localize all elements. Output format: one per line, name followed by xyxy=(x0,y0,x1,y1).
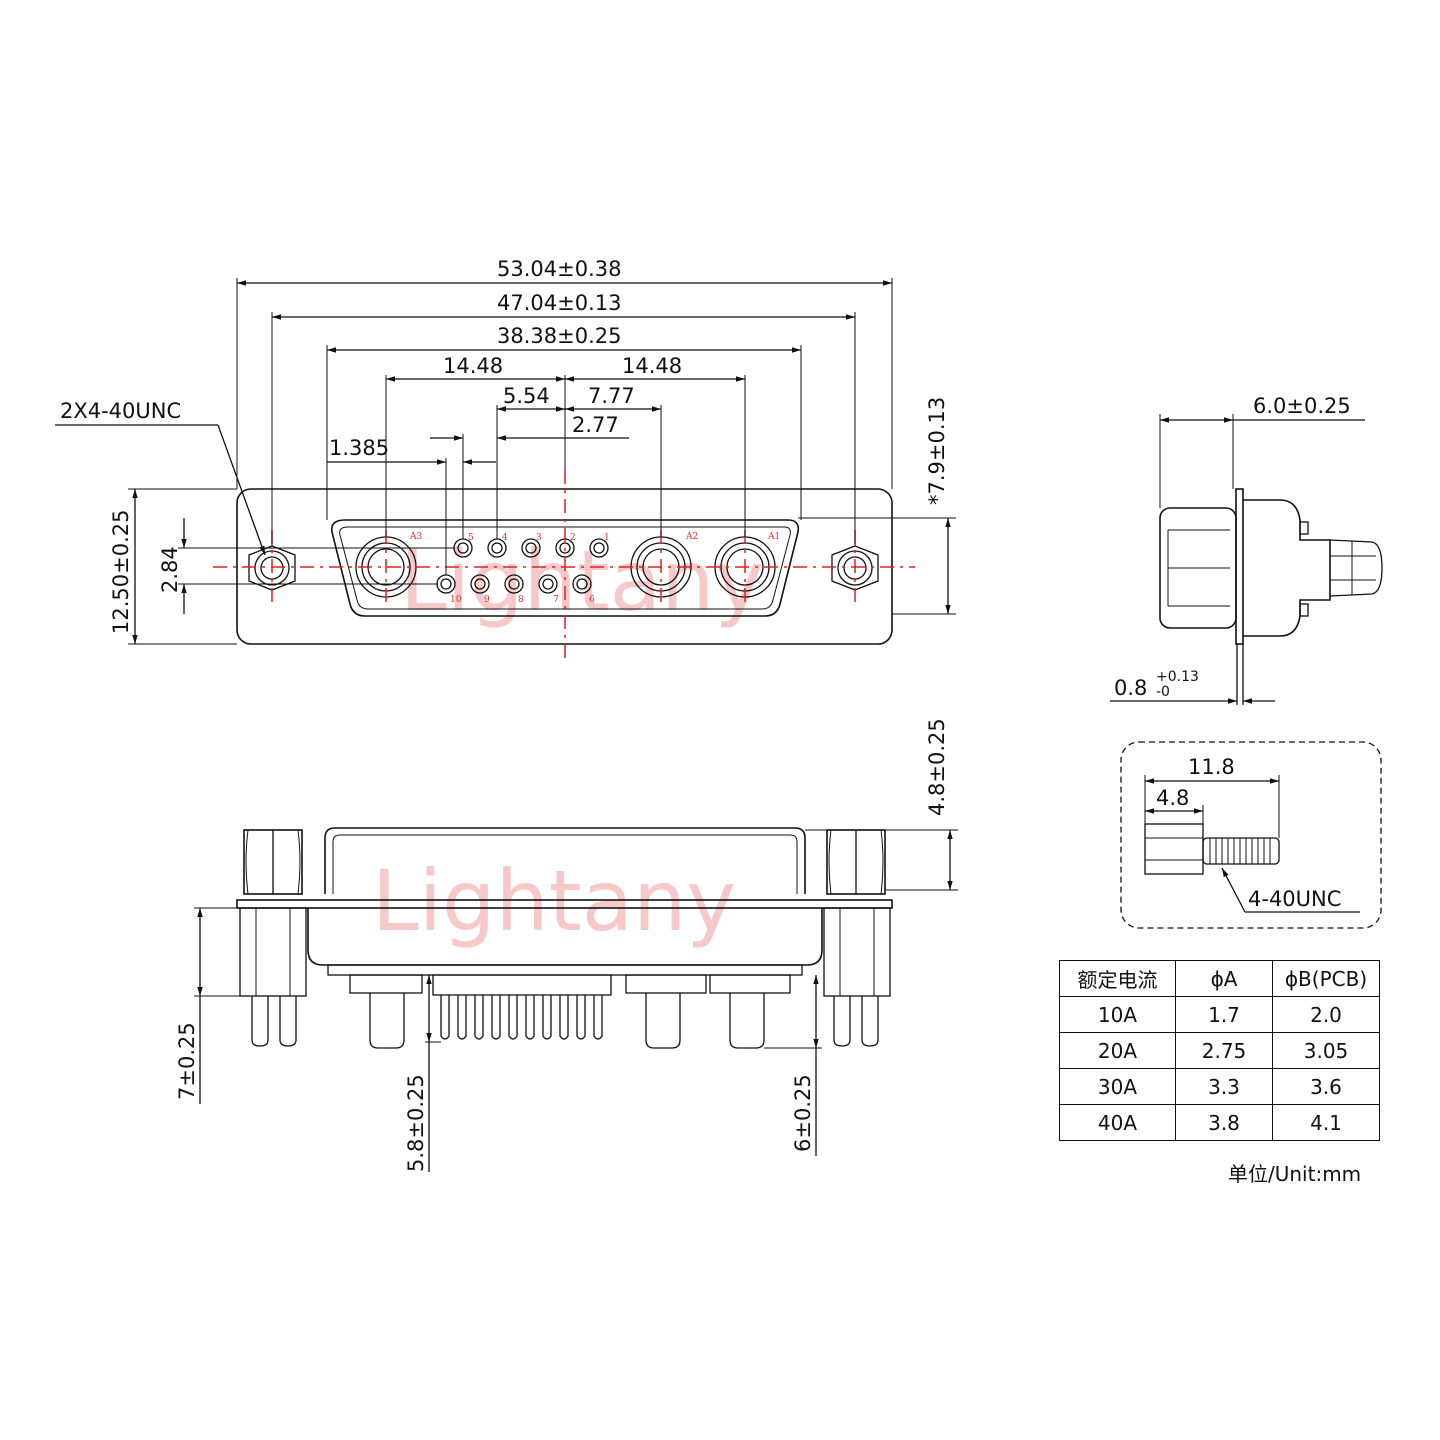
front-shell-outer xyxy=(324,827,806,894)
signal-pin-block xyxy=(432,974,612,996)
dim-screw-length: 11.8 xyxy=(1188,755,1235,779)
pin-label: A3 xyxy=(409,532,422,542)
pin-label: A2 xyxy=(685,532,698,542)
d-shell-inner xyxy=(339,526,791,610)
table-cell: 3.8 xyxy=(1175,1104,1273,1141)
table-row: 20A 2.75 3.05 xyxy=(1059,1032,1380,1069)
dim-overall-width: 53.04±0.38 xyxy=(497,257,621,281)
pin-label: 7 xyxy=(553,595,559,605)
dim-side-depth: 6.0±0.25 xyxy=(1253,394,1351,418)
dim-flange-tol-lower: -0 xyxy=(1156,684,1170,700)
pin-label: 1 xyxy=(604,533,610,543)
table-cell: 3.6 xyxy=(1272,1068,1380,1105)
table-cell: 10A xyxy=(1059,996,1176,1033)
dim-shell-width: 38.38±0.25 xyxy=(497,324,621,348)
power-pin-a2 xyxy=(645,993,681,1049)
dim-screw-hex-length: 4.8 xyxy=(1156,786,1189,810)
table-header: ϕB(PCB) xyxy=(1272,960,1380,997)
table-cell: 2.75 xyxy=(1175,1032,1273,1069)
side-pin xyxy=(1329,539,1383,597)
pin-label: 9 xyxy=(484,595,490,605)
side-insulator xyxy=(1243,499,1331,637)
standoff-right xyxy=(823,907,891,997)
standoff-left xyxy=(239,907,307,997)
table-header-row: 额定电流 ϕA ϕB(PCB) xyxy=(1059,960,1380,997)
dim-pitch-277: 2.77 xyxy=(572,413,619,437)
pin-label: 3 xyxy=(536,533,542,543)
table-cell: 4.1 xyxy=(1272,1104,1380,1141)
table-header: ϕA xyxy=(1175,960,1273,997)
side-flange xyxy=(1235,488,1244,645)
power-pin-a3 xyxy=(369,993,405,1049)
table-cell: 40A xyxy=(1059,1104,1176,1141)
power-pin-a1 xyxy=(729,993,765,1049)
pin-label: 8 xyxy=(518,595,524,605)
pin-label: 10 xyxy=(450,595,462,605)
dim-left-span: 14.48 xyxy=(443,354,503,378)
dim-power-pin-length: 6±0.25 xyxy=(791,1074,815,1152)
dim-height: 12.50±0.25 xyxy=(109,510,133,634)
pin-label: A1 xyxy=(767,532,780,542)
top-view: A3 5 4 3 2 1 A2 A1 10 9 8 7 6 xyxy=(55,257,956,662)
table-row: 40A 3.8 4.1 xyxy=(1059,1104,1380,1141)
pin-label: 6 xyxy=(589,595,595,605)
front-view: 4.8±0.25 7±0.25 5.8±0.25 6±0.25 xyxy=(175,718,958,1172)
dim-mount-pitch: 47.04±0.13 xyxy=(497,291,621,315)
screw-hex xyxy=(1144,823,1204,875)
watermark-top: Lightany xyxy=(400,532,764,630)
pin-label: 2 xyxy=(570,533,576,543)
dim-pitch-1385: 1.385 xyxy=(329,436,389,460)
dim-flange-thickness: 0.8 xyxy=(1114,676,1147,700)
dim-flange-depth: *7.9±0.13 xyxy=(925,397,949,505)
thread-callout: 2X4-40UNC xyxy=(60,399,181,423)
dim-signal-pin-length: 5.8±0.25 xyxy=(404,1074,428,1172)
table-cell: 3.3 xyxy=(1175,1068,1273,1105)
current-rating-table: 额定电流 ϕA ϕB(PCB) 10A 1.7 2.0 20A 2.75 3.0… xyxy=(1059,960,1380,1141)
board-lock-leg xyxy=(251,996,269,1047)
dim-pitch-554: 5.54 xyxy=(503,384,550,408)
table-cell: 30A xyxy=(1059,1068,1176,1105)
dim-row-spacing: 2.84 xyxy=(158,546,182,593)
dim-hex-height: 4.8±0.25 xyxy=(925,718,949,816)
dim-flange-tol-upper: +0.13 xyxy=(1156,669,1199,685)
pin-label: 5 xyxy=(468,533,474,543)
table-cell: 2.0 xyxy=(1272,996,1380,1033)
watermark-front: Lightany xyxy=(372,852,736,950)
dim-pitch-777: 7.77 xyxy=(588,384,635,408)
screw-thread-label: 4-40UNC xyxy=(1248,887,1341,911)
table-row: 30A 3.3 3.6 xyxy=(1059,1068,1380,1105)
unit-note: 单位/Unit:mm xyxy=(1228,1162,1362,1186)
table-cell: 3.05 xyxy=(1272,1032,1380,1069)
side-view: 6.0±0.25 0.8 +0.13 -0 xyxy=(1110,394,1383,705)
table-header: 额定电流 xyxy=(1059,960,1176,997)
screw-detail: 11.8 4.8 4-40UNC xyxy=(1120,741,1382,929)
screw-detail-frame xyxy=(1120,741,1382,929)
dim-right-span: 14.48 xyxy=(622,354,682,378)
table-row: 10A 1.7 2.0 xyxy=(1059,996,1380,1033)
table-cell: 1.7 xyxy=(1175,996,1273,1033)
front-flange xyxy=(236,899,893,909)
signal-pin-row xyxy=(440,995,603,1040)
pin-label: 4 xyxy=(502,533,508,543)
d-shell-outer xyxy=(330,519,800,617)
signal-pins xyxy=(436,538,609,594)
table-cell: 20A xyxy=(1059,1032,1176,1069)
dim-post-length: 7±0.25 xyxy=(175,1022,199,1100)
screw-thread xyxy=(1202,837,1280,865)
